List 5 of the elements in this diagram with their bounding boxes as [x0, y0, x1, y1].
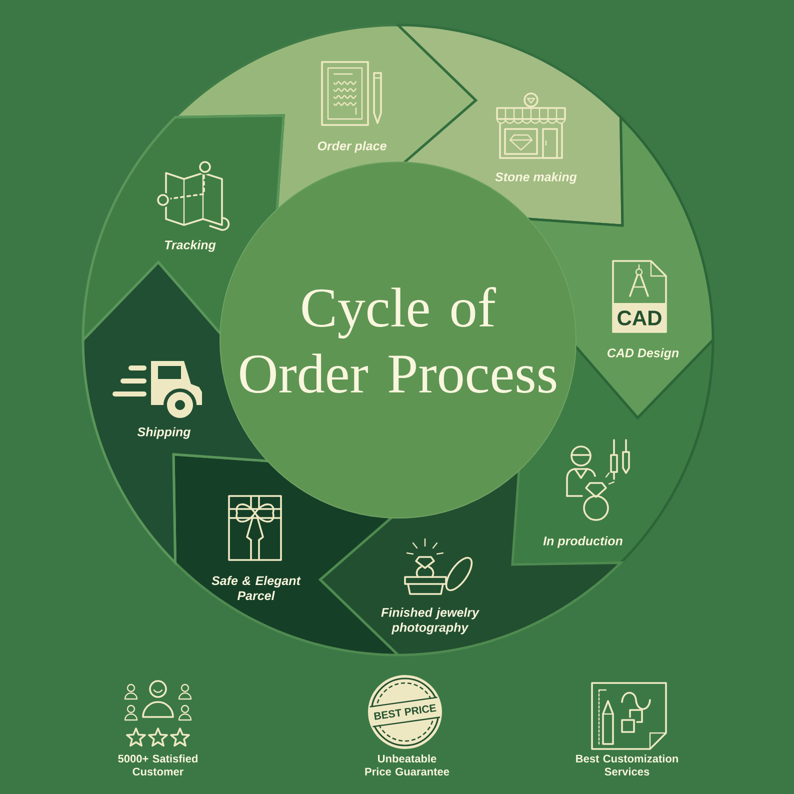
- arrow-segment: Tracking: [82, 114, 285, 344]
- price-badge: BEST PRICE: [368, 675, 442, 749]
- icon-text: CAD: [618, 310, 662, 326]
- caption: 5000+ Satisfied Customer: [118, 754, 198, 776]
- caption: Best Customization Services: [576, 754, 678, 776]
